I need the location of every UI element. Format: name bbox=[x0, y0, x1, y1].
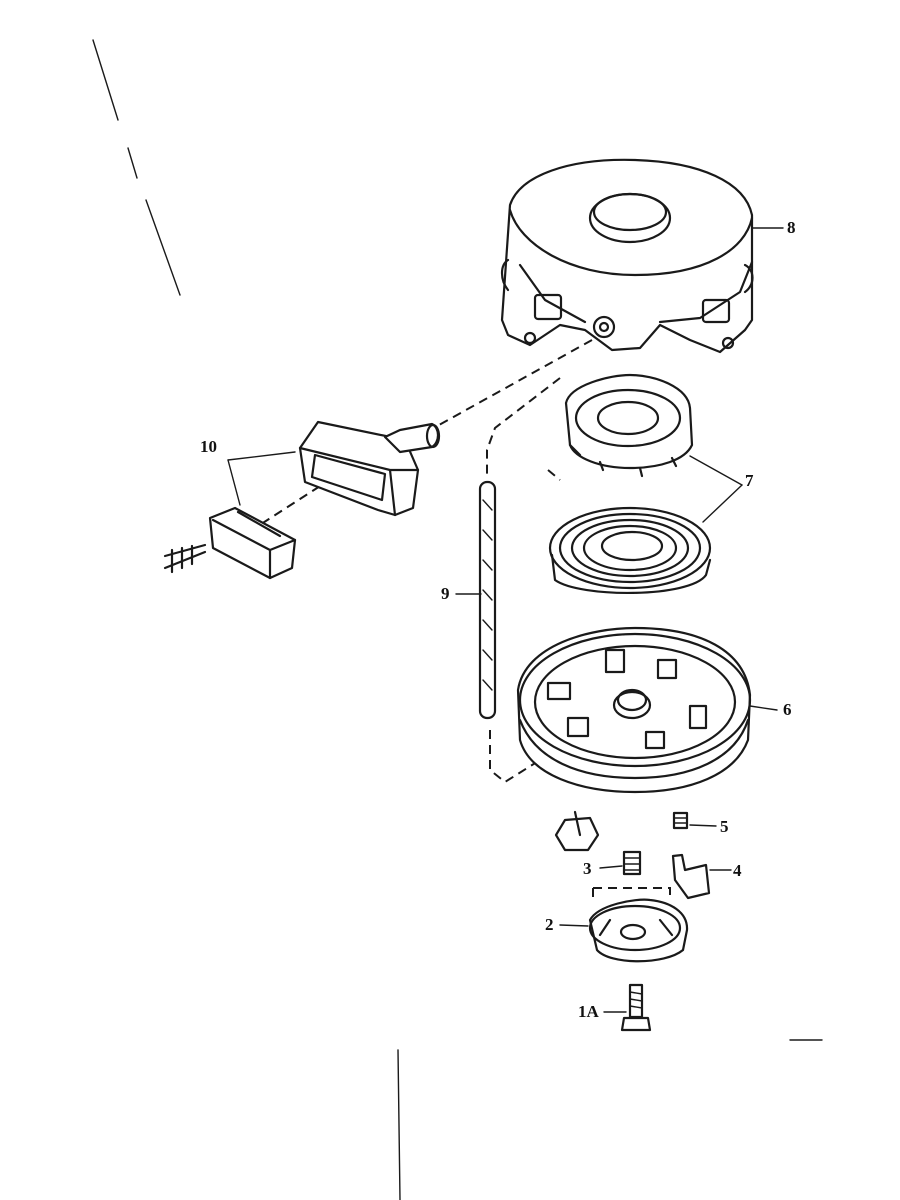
pawl-part-4 bbox=[671, 853, 711, 900]
brake-spring-part-5 bbox=[672, 811, 689, 830]
starter-rope-part bbox=[478, 480, 497, 720]
callout-4: 4 bbox=[733, 861, 742, 880]
pulley-part bbox=[516, 626, 752, 794]
starter-handle-part bbox=[298, 420, 441, 517]
spring-cup-part bbox=[564, 373, 694, 478]
recoil-spring-part bbox=[548, 506, 712, 595]
callout-leaders bbox=[227, 227, 784, 1013]
pawl-retainer-part-2 bbox=[588, 887, 689, 963]
callout-3: 3 bbox=[583, 859, 592, 878]
callout-7: 7 bbox=[745, 471, 754, 490]
callout-6: 6 bbox=[783, 700, 792, 719]
callout-5: 5 bbox=[720, 817, 729, 836]
callout-10: 10 bbox=[200, 437, 217, 456]
callout-2: 2 bbox=[545, 915, 554, 934]
housing-cover-part bbox=[500, 158, 754, 354]
scan-edge-marks bbox=[92, 39, 823, 1200]
retainer-bolt-part bbox=[554, 810, 600, 852]
rope-end-fragment bbox=[163, 543, 207, 574]
callout-9: 9 bbox=[441, 584, 450, 603]
callout-1a: 1A bbox=[578, 1002, 599, 1021]
spring-part-3 bbox=[622, 850, 642, 876]
callout-8: 8 bbox=[787, 218, 796, 237]
handle-insert-part bbox=[208, 506, 297, 580]
center-screw-part-1a bbox=[620, 983, 652, 1032]
